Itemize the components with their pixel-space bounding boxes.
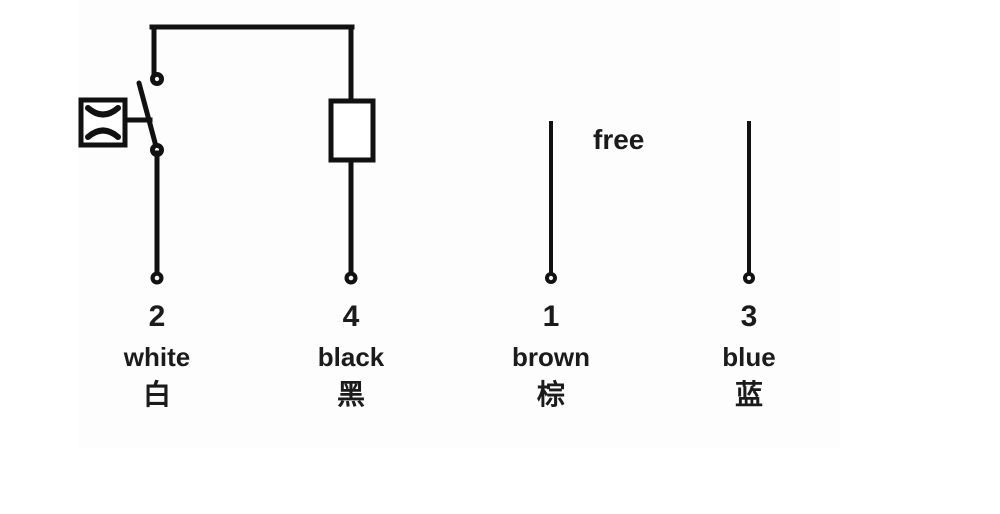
terminal-dot-brown-center: [548, 275, 554, 281]
terminal-color-en-black: black: [317, 342, 385, 372]
terminal-label-white: 2 white 白: [107, 302, 207, 409]
thermal-element-upper-arc: [85, 105, 121, 118]
terminal-color-en-white: white: [123, 342, 191, 372]
terminal-color-cn-brown: 棕: [536, 378, 565, 411]
switch-contact-dot-upper-center: [154, 76, 160, 82]
terminal-color-en-brown: brown: [512, 342, 590, 372]
terminal-number-black: 4: [342, 300, 360, 333]
terminal-dot-black-center: [348, 275, 354, 281]
switch-blade: [136, 80, 160, 153]
diagram-panel-background: [78, 0, 840, 448]
terminal-color-cn-blue: 蓝: [734, 378, 763, 411]
thermal-element-lower-arc: [85, 127, 121, 140]
terminal-label-black: 4 black 黑: [301, 302, 401, 409]
terminal-color-cn-black: 黑: [336, 378, 365, 411]
terminal-label-brown: 1 brown 棕: [491, 302, 611, 409]
terminal-color-en-blue: blue: [722, 342, 776, 372]
terminal-label-blue: 3 blue 蓝: [699, 302, 799, 409]
terminal-dot-white-center: [154, 275, 160, 281]
terminal-color-cn-white: 白: [142, 378, 171, 411]
terminal-number-white: 2: [148, 300, 166, 333]
terminal-number-brown: 1: [542, 300, 560, 333]
resistor-body: [328, 98, 376, 163]
terminal-number-blue: 3: [740, 300, 758, 333]
terminal-dot-blue-center: [746, 275, 752, 281]
free-annotation-label: free: [593, 124, 645, 155]
